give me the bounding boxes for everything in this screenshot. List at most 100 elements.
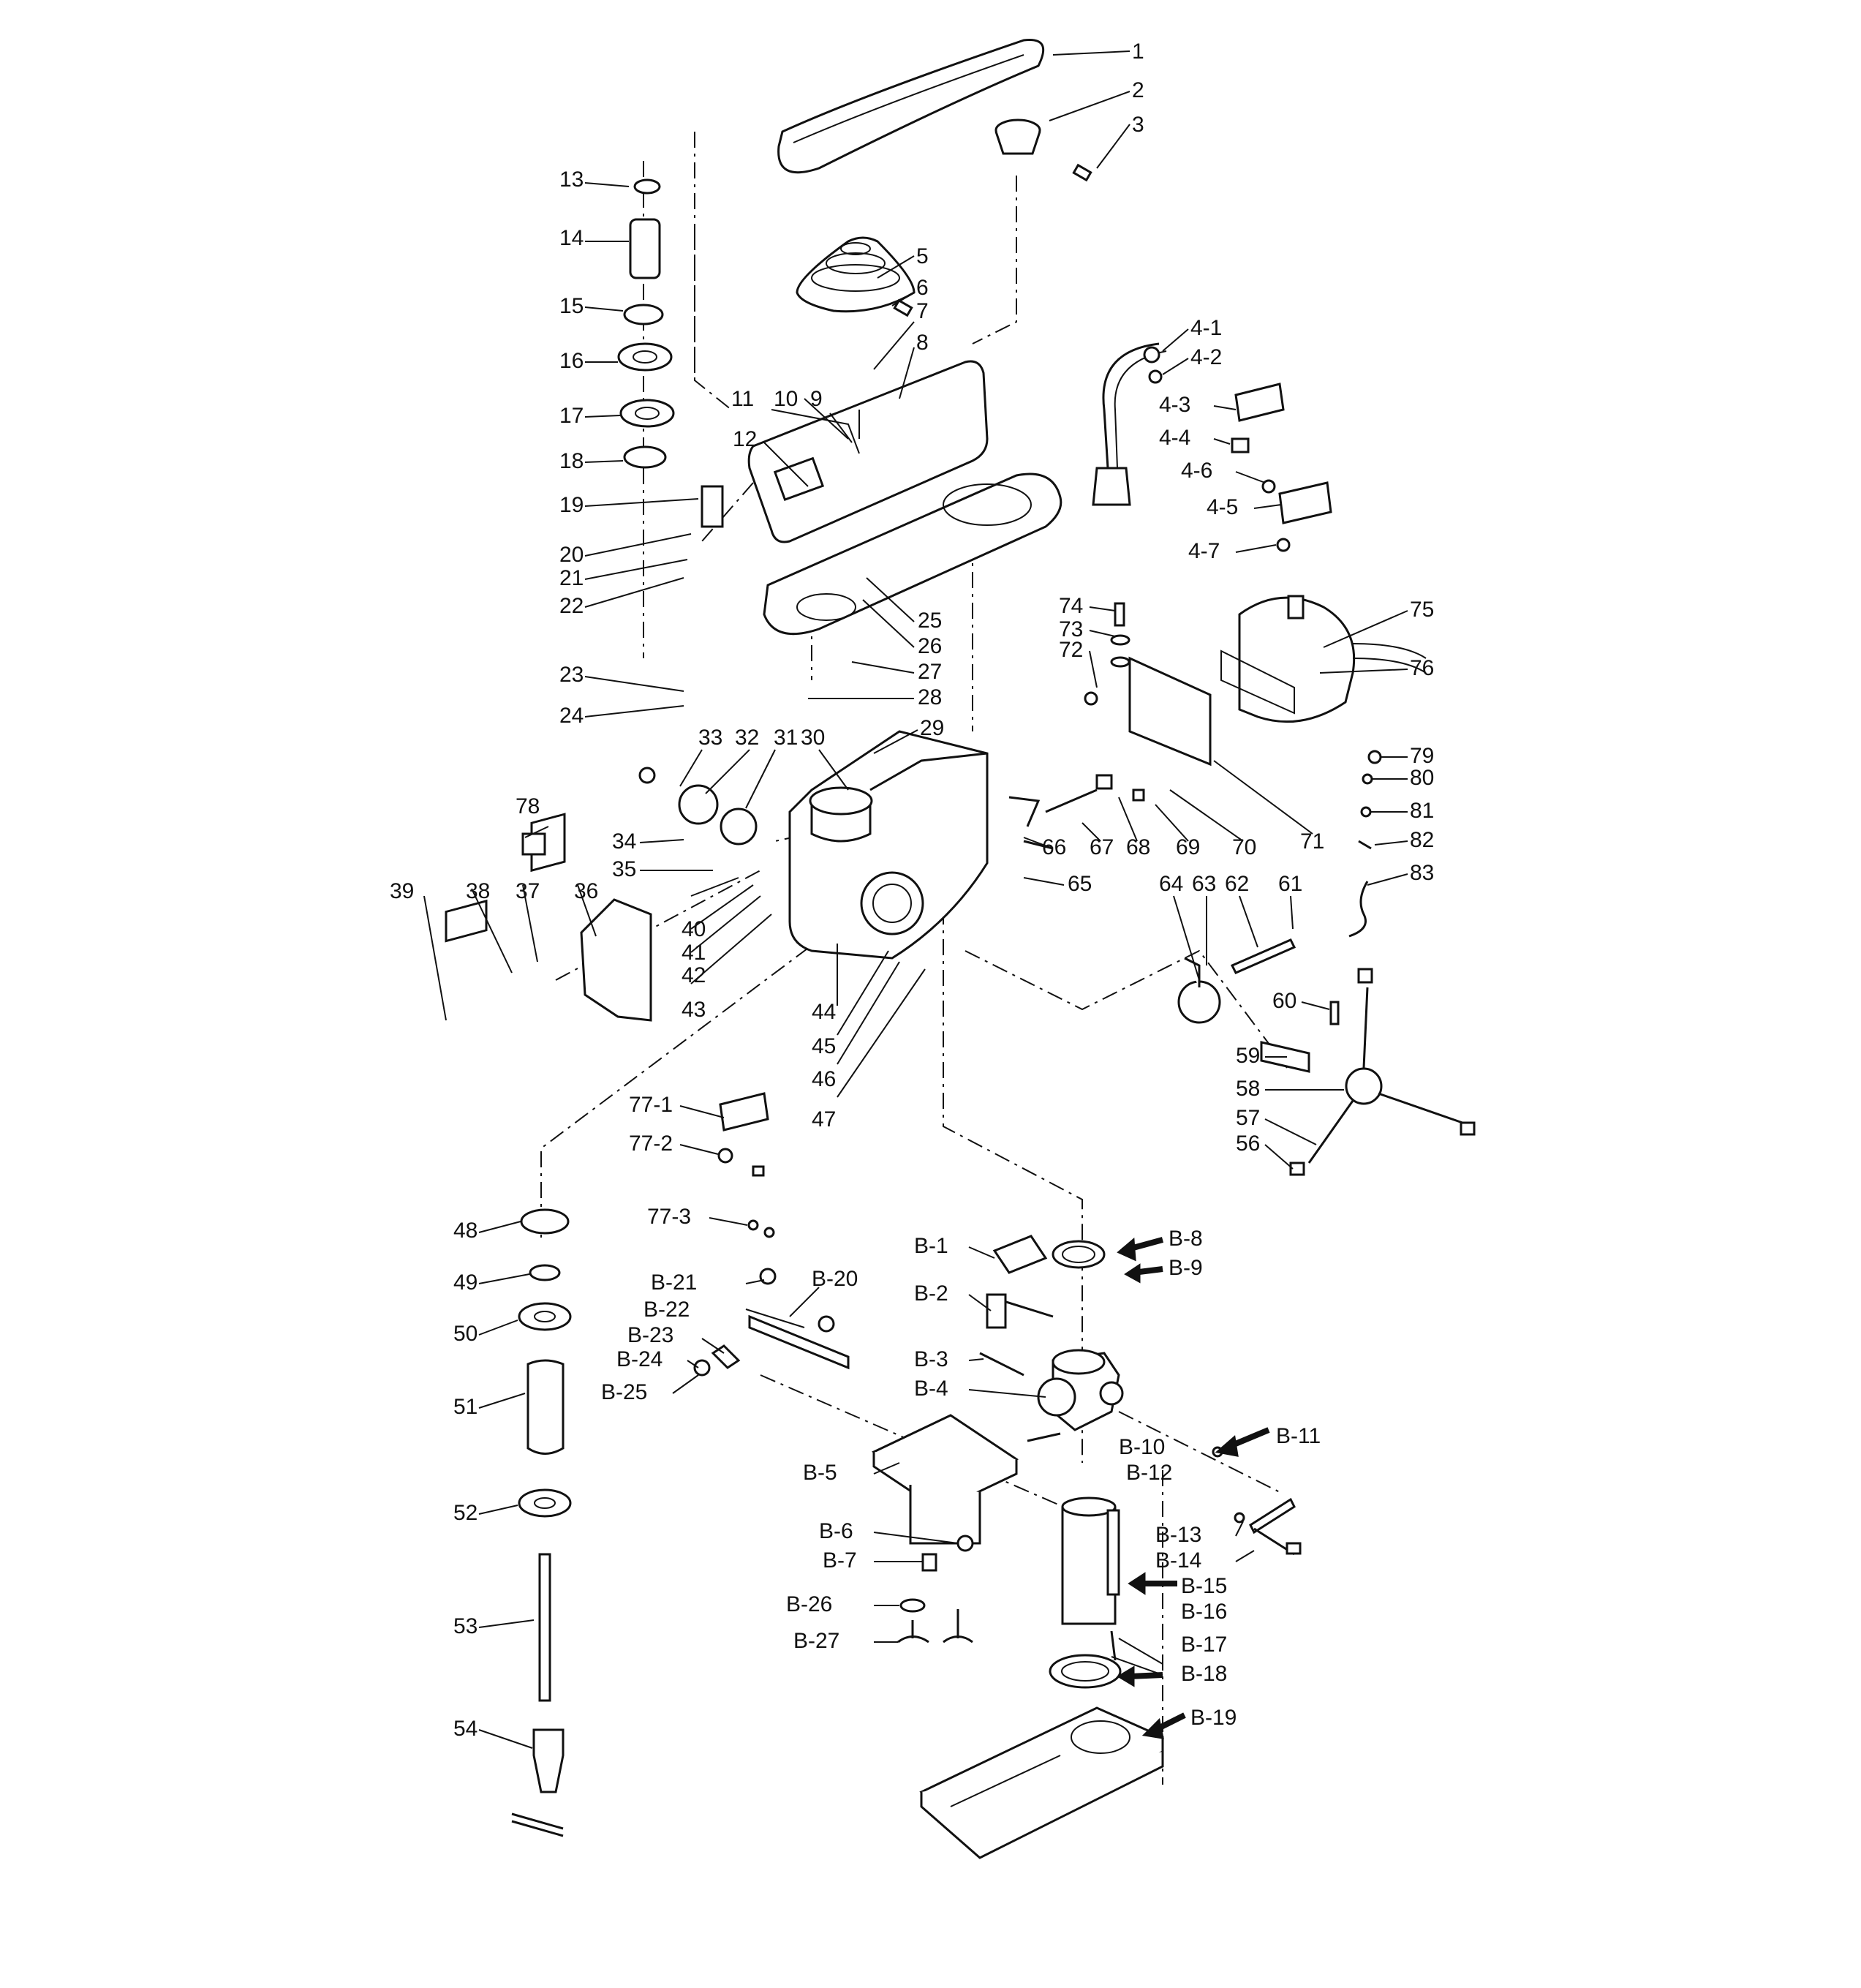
label-B-10: B-10 bbox=[1119, 1435, 1165, 1459]
label-41: 41 bbox=[682, 941, 706, 965]
label-24: 24 bbox=[559, 704, 584, 728]
label-45: 45 bbox=[812, 1034, 836, 1058]
label-33: 33 bbox=[698, 726, 722, 750]
label-37: 37 bbox=[516, 879, 540, 903]
label-13: 13 bbox=[559, 167, 584, 192]
feed-hub bbox=[1345, 1067, 1383, 1105]
label-10: 10 bbox=[774, 387, 798, 411]
label-77-1: 77-1 bbox=[629, 1093, 673, 1117]
label-54: 54 bbox=[453, 1717, 477, 1741]
label-B-2: B-2 bbox=[914, 1281, 948, 1306]
label-27: 27 bbox=[918, 660, 942, 684]
label-B-9: B-9 bbox=[1169, 1256, 1203, 1280]
label-66: 66 bbox=[1042, 835, 1066, 859]
label-81: 81 bbox=[1410, 799, 1434, 823]
label-56: 56 bbox=[1236, 1132, 1260, 1156]
label-4-2: 4-2 bbox=[1190, 345, 1222, 369]
drill-chuck bbox=[532, 1728, 565, 1793]
label-11: 11 bbox=[731, 387, 754, 411]
label-63: 63 bbox=[1192, 872, 1216, 896]
label-1: 1 bbox=[1132, 39, 1144, 64]
label-60: 60 bbox=[1272, 989, 1296, 1013]
label-52: 52 bbox=[453, 1501, 477, 1525]
motor-mount bbox=[1128, 656, 1212, 767]
label-B-26: B-26 bbox=[786, 1592, 832, 1616]
motor bbox=[1238, 596, 1356, 723]
label-71: 71 bbox=[1300, 829, 1324, 854]
label-B-13: B-13 bbox=[1155, 1523, 1201, 1547]
label-14: 14 bbox=[559, 226, 584, 250]
label-B-5: B-5 bbox=[803, 1461, 837, 1485]
label-25: 25 bbox=[918, 609, 942, 633]
label-B-14: B-14 bbox=[1155, 1548, 1201, 1573]
label-65: 65 bbox=[1068, 872, 1092, 896]
label-18: 18 bbox=[559, 449, 584, 473]
label-58: 58 bbox=[1236, 1077, 1260, 1101]
label-70: 70 bbox=[1232, 835, 1256, 859]
label-38: 38 bbox=[466, 879, 490, 903]
label-77-3: 77-3 bbox=[647, 1205, 691, 1229]
label-39: 39 bbox=[390, 879, 414, 903]
label-75: 75 bbox=[1410, 598, 1434, 622]
label-48: 48 bbox=[453, 1219, 477, 1243]
label-B-25: B-25 bbox=[601, 1380, 647, 1404]
label-34: 34 bbox=[612, 829, 636, 854]
label-3: 3 bbox=[1132, 113, 1144, 137]
label-9: 9 bbox=[810, 387, 823, 411]
label-42: 42 bbox=[682, 963, 706, 987]
label-B-15: B-15 bbox=[1181, 1574, 1227, 1598]
label-53: 53 bbox=[453, 1614, 477, 1638]
label-B-6: B-6 bbox=[819, 1519, 853, 1543]
label-76: 76 bbox=[1410, 656, 1434, 680]
label-B-20: B-20 bbox=[812, 1267, 858, 1291]
label-B-18: B-18 bbox=[1181, 1662, 1227, 1686]
work-lamp-gooseneck bbox=[1102, 342, 1160, 469]
label-B-21: B-21 bbox=[651, 1270, 697, 1295]
label-B-24: B-24 bbox=[616, 1347, 663, 1371]
label-72: 72 bbox=[1059, 638, 1083, 662]
parts bbox=[445, 38, 1476, 1859]
label-69: 69 bbox=[1176, 835, 1200, 859]
label-20: 20 bbox=[559, 543, 584, 567]
label-51: 51 bbox=[453, 1395, 477, 1419]
label-32: 32 bbox=[735, 726, 759, 750]
label-46: 46 bbox=[812, 1067, 836, 1091]
label-15: 15 bbox=[559, 294, 584, 318]
label-74: 74 bbox=[1059, 594, 1083, 618]
label-B-4: B-4 bbox=[914, 1377, 948, 1401]
label-26: 26 bbox=[918, 634, 942, 658]
label-4-7: 4-7 bbox=[1188, 539, 1220, 563]
label-62: 62 bbox=[1225, 872, 1249, 896]
belt-cover-lid bbox=[747, 360, 989, 543]
label-17: 17 bbox=[559, 404, 584, 428]
label-19: 19 bbox=[559, 493, 584, 517]
label-57: 57 bbox=[1236, 1106, 1260, 1130]
label-50: 50 bbox=[453, 1322, 477, 1346]
label-82: 82 bbox=[1410, 828, 1434, 852]
label-2: 2 bbox=[1132, 78, 1144, 102]
label-B-11: B-11 bbox=[1276, 1424, 1321, 1448]
label-61: 61 bbox=[1278, 872, 1302, 896]
label-12: 12 bbox=[733, 427, 757, 451]
label-67: 67 bbox=[1090, 835, 1114, 859]
label-23: 23 bbox=[559, 663, 584, 687]
label-21: 21 bbox=[559, 566, 584, 590]
label-B-23: B-23 bbox=[627, 1323, 673, 1347]
label-44: 44 bbox=[812, 1000, 836, 1024]
label-40: 40 bbox=[682, 917, 706, 941]
label-80: 80 bbox=[1410, 766, 1434, 790]
label-73: 73 bbox=[1059, 617, 1083, 641]
label-B-19: B-19 bbox=[1190, 1706, 1237, 1730]
label-B-3: B-3 bbox=[914, 1347, 948, 1371]
label-4-3: 4-3 bbox=[1159, 393, 1190, 417]
label-B-1: B-1 bbox=[914, 1234, 948, 1258]
label-36: 36 bbox=[574, 879, 598, 903]
label-B-8: B-8 bbox=[1169, 1227, 1203, 1251]
label-59: 59 bbox=[1236, 1044, 1260, 1068]
label-64: 64 bbox=[1159, 872, 1183, 896]
label-35: 35 bbox=[612, 857, 636, 881]
label-28: 28 bbox=[918, 685, 942, 709]
label-16: 16 bbox=[559, 349, 584, 373]
label-31: 31 bbox=[774, 726, 798, 750]
label-29: 29 bbox=[920, 716, 944, 740]
